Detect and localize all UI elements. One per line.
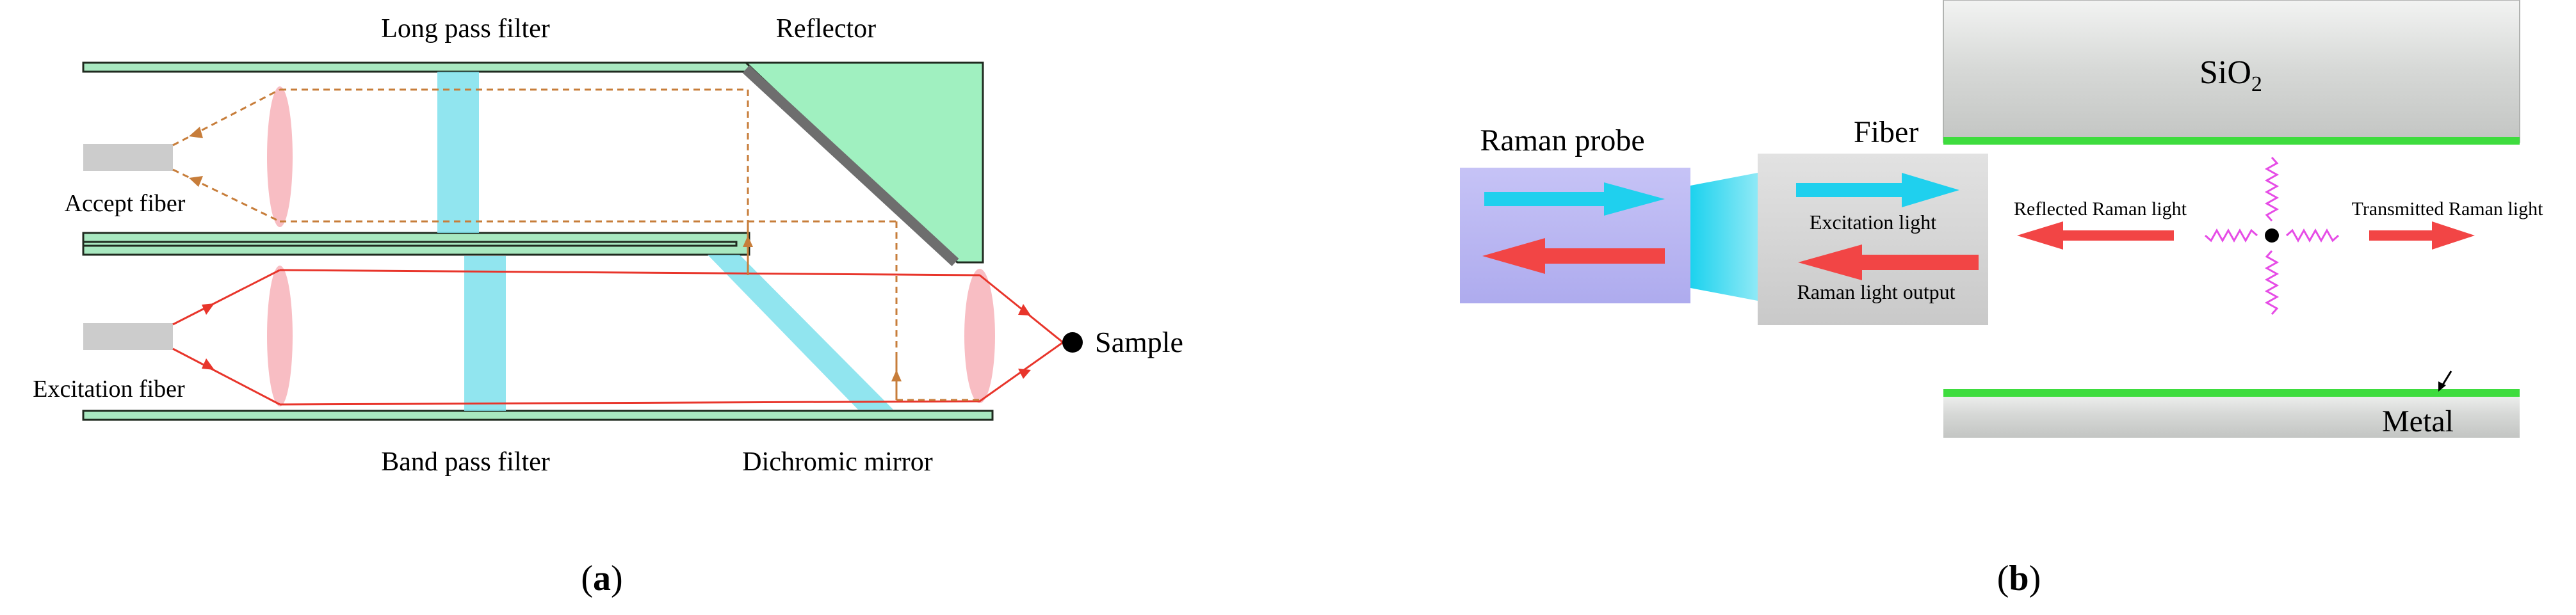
caption-a: (a) bbox=[581, 559, 622, 598]
reflected-raman-arrow bbox=[2017, 221, 2174, 250]
sio2-green-interface bbox=[1943, 137, 2520, 145]
label-excitation-fiber: Excitation fiber bbox=[33, 376, 185, 403]
accept-fiber bbox=[83, 144, 173, 171]
bottom-tube bbox=[82, 410, 994, 421]
wave-up bbox=[2264, 157, 2280, 221]
excitation-lens bbox=[267, 266, 293, 406]
metal-slab bbox=[1943, 392, 2520, 438]
excitation-light-path bbox=[172, 269, 1064, 406]
panel-a: Long pass filter Reflector Accept fiber … bbox=[33, 14, 1183, 598]
panel-b: SiO2 Metal Raman probe Fiber Excitation … bbox=[1460, 0, 2543, 598]
label-accept-fiber: Accept fiber bbox=[65, 190, 186, 217]
caption-b: (b) bbox=[1997, 559, 2041, 598]
label-sio2: SiO2 bbox=[2199, 54, 2262, 96]
fiber-box bbox=[1758, 154, 1988, 325]
transmitted-raman-arrow bbox=[2369, 221, 2475, 250]
dichromic-mirror bbox=[708, 255, 893, 410]
fiber-raman-arrow bbox=[1798, 244, 1979, 280]
raman-probe-box bbox=[1460, 168, 1690, 303]
label-metal: Metal bbox=[2382, 404, 2454, 438]
wave-down bbox=[2264, 250, 2280, 315]
excitation-path-arrowheads bbox=[202, 303, 1031, 379]
raman-emitter-dot bbox=[2265, 228, 2279, 243]
objective-lens bbox=[964, 269, 995, 403]
label-transmitted-raman-light: Transmitted Raman light bbox=[2352, 198, 2544, 220]
probe-excitation-arrow bbox=[1484, 182, 1665, 216]
label-raman-light-output: Raman light output bbox=[1797, 280, 1955, 303]
label-long-pass-filter: Long pass filter bbox=[381, 14, 550, 44]
label-excitation-light: Excitation light bbox=[1810, 211, 1936, 234]
wave-left bbox=[2205, 228, 2258, 243]
collection-path-arrowheads bbox=[189, 127, 902, 381]
label-dichromic-mirror: Dichromic mirror bbox=[742, 447, 932, 477]
band-pass-filter bbox=[464, 256, 506, 411]
label-band-pass-filter: Band pass filter bbox=[381, 447, 550, 477]
reflector bbox=[743, 61, 984, 264]
label-sample: Sample bbox=[1095, 326, 1183, 358]
metal-pointer-head bbox=[2438, 381, 2446, 392]
housing-tubes bbox=[82, 61, 994, 421]
label-fiber: Fiber bbox=[1854, 115, 1918, 149]
top-tube bbox=[82, 61, 750, 73]
reflector-mirror-surface bbox=[742, 65, 959, 266]
wave-right bbox=[2286, 228, 2339, 243]
collection-lens bbox=[267, 86, 293, 227]
probe-raman-arrow bbox=[1482, 238, 1665, 274]
fiber-excitation-arrow bbox=[1796, 173, 1959, 207]
middle-tube bbox=[82, 232, 750, 256]
label-reflector: Reflector bbox=[776, 14, 876, 44]
metal-green-interface bbox=[1943, 389, 2520, 397]
label-reflected-raman-light: Reflected Raman light bbox=[2014, 198, 2187, 220]
long-pass-filter bbox=[437, 72, 479, 233]
coupling-cone bbox=[1690, 173, 1758, 301]
raman-wave-lines bbox=[2205, 157, 2339, 315]
sio2-slab bbox=[1943, 0, 2520, 143]
excitation-fiber bbox=[83, 323, 173, 350]
label-raman-probe: Raman probe bbox=[1480, 124, 1644, 157]
sample-dot bbox=[1062, 332, 1083, 353]
